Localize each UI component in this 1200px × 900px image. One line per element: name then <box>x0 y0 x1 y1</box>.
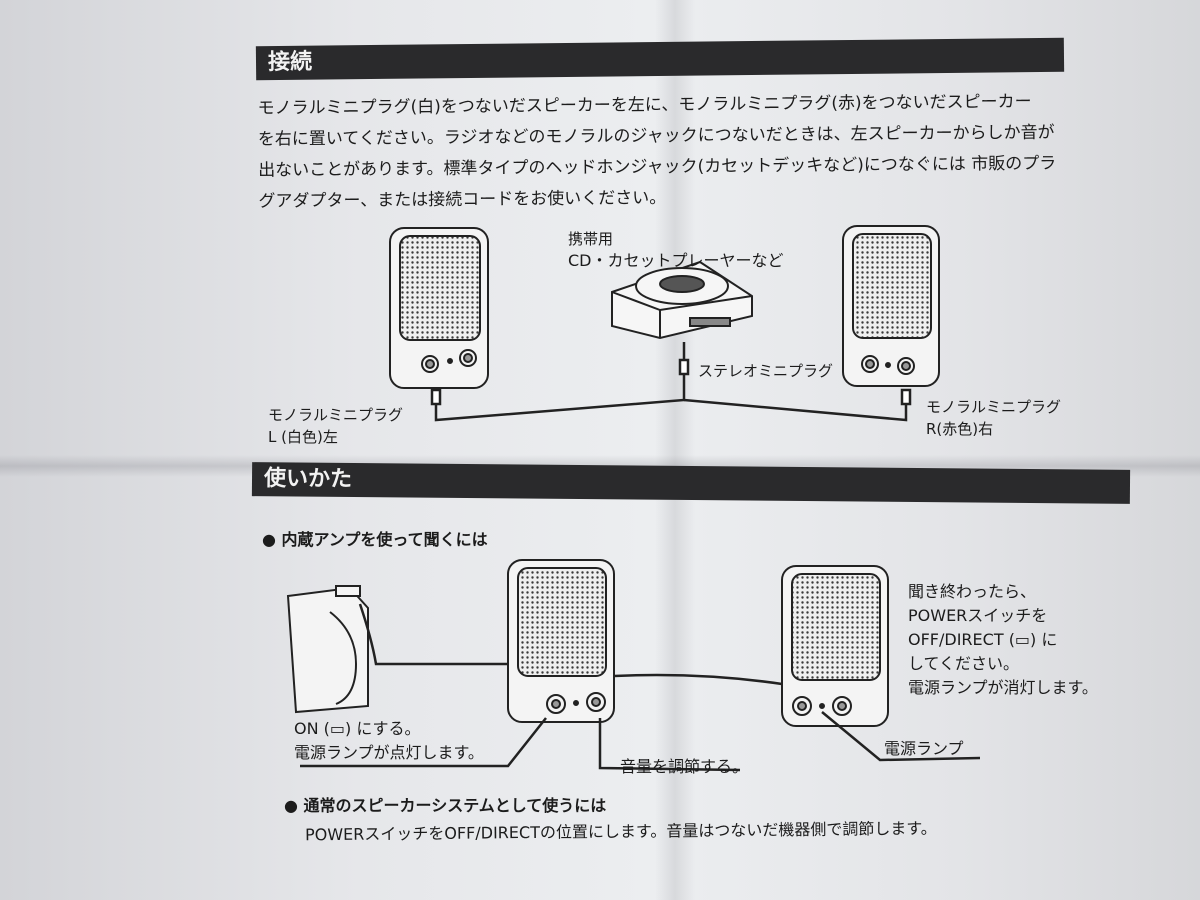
usage-cables <box>300 603 981 772</box>
section-title-usage: 使いかた <box>263 466 353 493</box>
note-line: 聞き終わったら、 <box>908 582 1037 601</box>
speaker-amp-right-icon <box>781 565 889 727</box>
portable-player-icon <box>286 585 369 714</box>
note-line: OFF/DIRECT (▭) に <box>908 630 1058 649</box>
on-instruction: ON (▭) にする。 <box>294 719 421 738</box>
right-plug-label-line2: R(赤色)右 <box>926 420 994 438</box>
power-off-note: 聞き終わったら、 POWERスイッチを OFF/DIRECT (▭) に してく… <box>908 580 1148 700</box>
bullet-amp-heading: ● 内蔵アンプを使って聞くには <box>262 530 488 549</box>
cd-player-icon <box>611 260 753 340</box>
player-label-line1: 携帯用 <box>568 230 614 248</box>
speaker-right-icon <box>842 225 940 387</box>
note-line: してください。 <box>908 654 1020 673</box>
left-plug-label-line1: モノラルミニプラグ <box>268 406 404 424</box>
paper-fold-vertical <box>655 0 695 900</box>
note-line: 電源ランプが消灯します。 <box>908 678 1098 697</box>
connection-cables <box>430 342 912 422</box>
note-line: POWERスイッチを <box>908 606 1048 625</box>
right-plug-label-line1: モノラルミニプラグ <box>926 398 1062 416</box>
speaker-amp-left-icon <box>507 559 615 723</box>
bullet-normal-heading: ● 通常のスピーカーシステムとして使うには <box>284 796 607 815</box>
power-lamp-label: 電源ランプ <box>884 739 964 758</box>
speaker-left-icon <box>389 227 489 389</box>
left-plug-label-line2: L (白色)左 <box>268 428 338 446</box>
player-label-line2: CD・カセットプレーヤーなど <box>568 251 784 270</box>
stereo-plug-label: ステレオミニプラグ <box>698 362 834 380</box>
lamp-on-instruction: 電源ランプが点灯します。 <box>294 743 484 762</box>
volume-instruction: 音量を調節する。 <box>620 757 749 776</box>
